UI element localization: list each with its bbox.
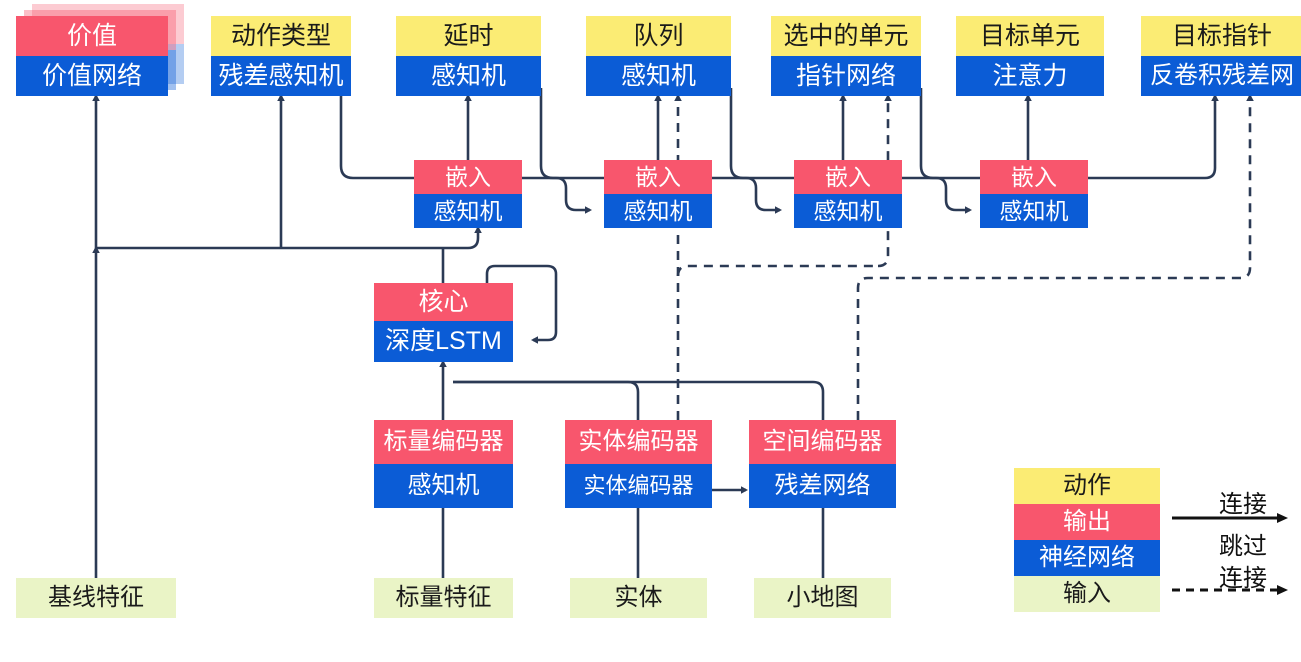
core-output: 核心 — [374, 283, 513, 321]
head-target-unit[interactable]: 目标单元 注意力 — [956, 16, 1104, 96]
encoder-spatial-network: 残差网络 — [749, 464, 896, 508]
head-queue-action: 队列 — [586, 16, 731, 56]
head-queue[interactable]: 队列 感知机 — [586, 16, 731, 96]
input-baseline-features-label: 基线特征 — [16, 578, 176, 618]
head-value-network: 价值网络 — [16, 56, 168, 96]
legend-action-label: 动作 — [1014, 468, 1160, 504]
input-minimap[interactable]: 小地图 — [754, 578, 891, 618]
embed-4-output: 嵌入 — [980, 160, 1088, 194]
input-entities-label: 实体 — [570, 578, 707, 618]
embed-4[interactable]: 嵌入 感知机 — [980, 160, 1088, 228]
legend-input-label: 输入 — [1014, 576, 1160, 612]
embed-3[interactable]: 嵌入 感知机 — [794, 160, 902, 228]
embed-2[interactable]: 嵌入 感知机 — [604, 160, 712, 228]
input-baseline-features[interactable]: 基线特征 — [16, 578, 176, 618]
legend-network-label: 神经网络 — [1014, 540, 1160, 576]
legend-output-label: 输出 — [1014, 504, 1160, 540]
encoder-spatial-output: 空间编码器 — [749, 420, 896, 464]
head-queue-network: 感知机 — [586, 56, 731, 96]
embed-3-output: 嵌入 — [794, 160, 902, 194]
head-selected-units-network: 指针网络 — [771, 56, 921, 96]
embed-2-network: 感知机 — [604, 194, 712, 228]
embed-4-network: 感知机 — [980, 194, 1088, 228]
embed-1-output: 嵌入 — [414, 160, 522, 194]
head-delay-network: 感知机 — [396, 56, 541, 96]
input-entities[interactable]: 实体 — [570, 578, 707, 618]
embed-1[interactable]: 嵌入 感知机 — [414, 160, 522, 228]
encoder-spatial[interactable]: 空间编码器 残差网络 — [749, 420, 896, 508]
encoder-scalar-network: 感知机 — [374, 464, 513, 508]
legend-swatch-stack: 动作 输出 神经网络 输入 — [1014, 468, 1160, 612]
head-action-type-network: 残差感知机 — [211, 56, 351, 96]
legend-connect-label: 连接 — [1219, 491, 1267, 518]
head-delay-action: 延时 — [396, 16, 541, 56]
head-target-unit-action: 目标单元 — [956, 16, 1104, 56]
head-target-point-network: 反卷积残差网 — [1141, 56, 1301, 96]
head-target-point[interactable]: 目标指针 反卷积残差网 — [1141, 16, 1301, 96]
legend-arrow-icons — [1172, 513, 1288, 595]
core-block[interactable]: 核心 深度LSTM — [374, 283, 513, 362]
embed-1-network: 感知机 — [414, 194, 522, 228]
input-minimap-label: 小地图 — [754, 578, 891, 618]
input-scalar-features-label: 标量特征 — [374, 578, 513, 618]
encoder-entity-network: 实体编码器 — [565, 464, 712, 508]
head-delay[interactable]: 延时 感知机 — [396, 16, 541, 96]
head-selected-units-action: 选中的单元 — [771, 16, 921, 56]
head-target-point-action: 目标指针 — [1141, 16, 1301, 56]
core-network: 深度LSTM — [374, 321, 513, 362]
input-scalar-features[interactable]: 标量特征 — [374, 578, 513, 618]
head-target-unit-network: 注意力 — [956, 56, 1104, 96]
legend-skip-label-line2: 连接 — [1219, 565, 1267, 592]
head-action-type[interactable]: 动作类型 残差感知机 — [211, 16, 351, 96]
head-action-type-action: 动作类型 — [211, 16, 351, 56]
head-value[interactable]: 价值 价值网络 — [16, 16, 168, 96]
encoder-entity-output: 实体编码器 — [565, 420, 712, 464]
embed-2-output: 嵌入 — [604, 160, 712, 194]
head-selected-units[interactable]: 选中的单元 指针网络 — [771, 16, 921, 96]
encoder-scalar[interactable]: 标量编码器 感知机 — [374, 420, 513, 508]
encoder-scalar-output: 标量编码器 — [374, 420, 513, 464]
head-value-action: 价值 — [16, 16, 168, 56]
encoder-entity[interactable]: 实体编码器 实体编码器 — [565, 420, 712, 508]
embed-3-network: 感知机 — [794, 194, 902, 228]
legend-skip-label-line1: 跳过 — [1219, 533, 1267, 560]
